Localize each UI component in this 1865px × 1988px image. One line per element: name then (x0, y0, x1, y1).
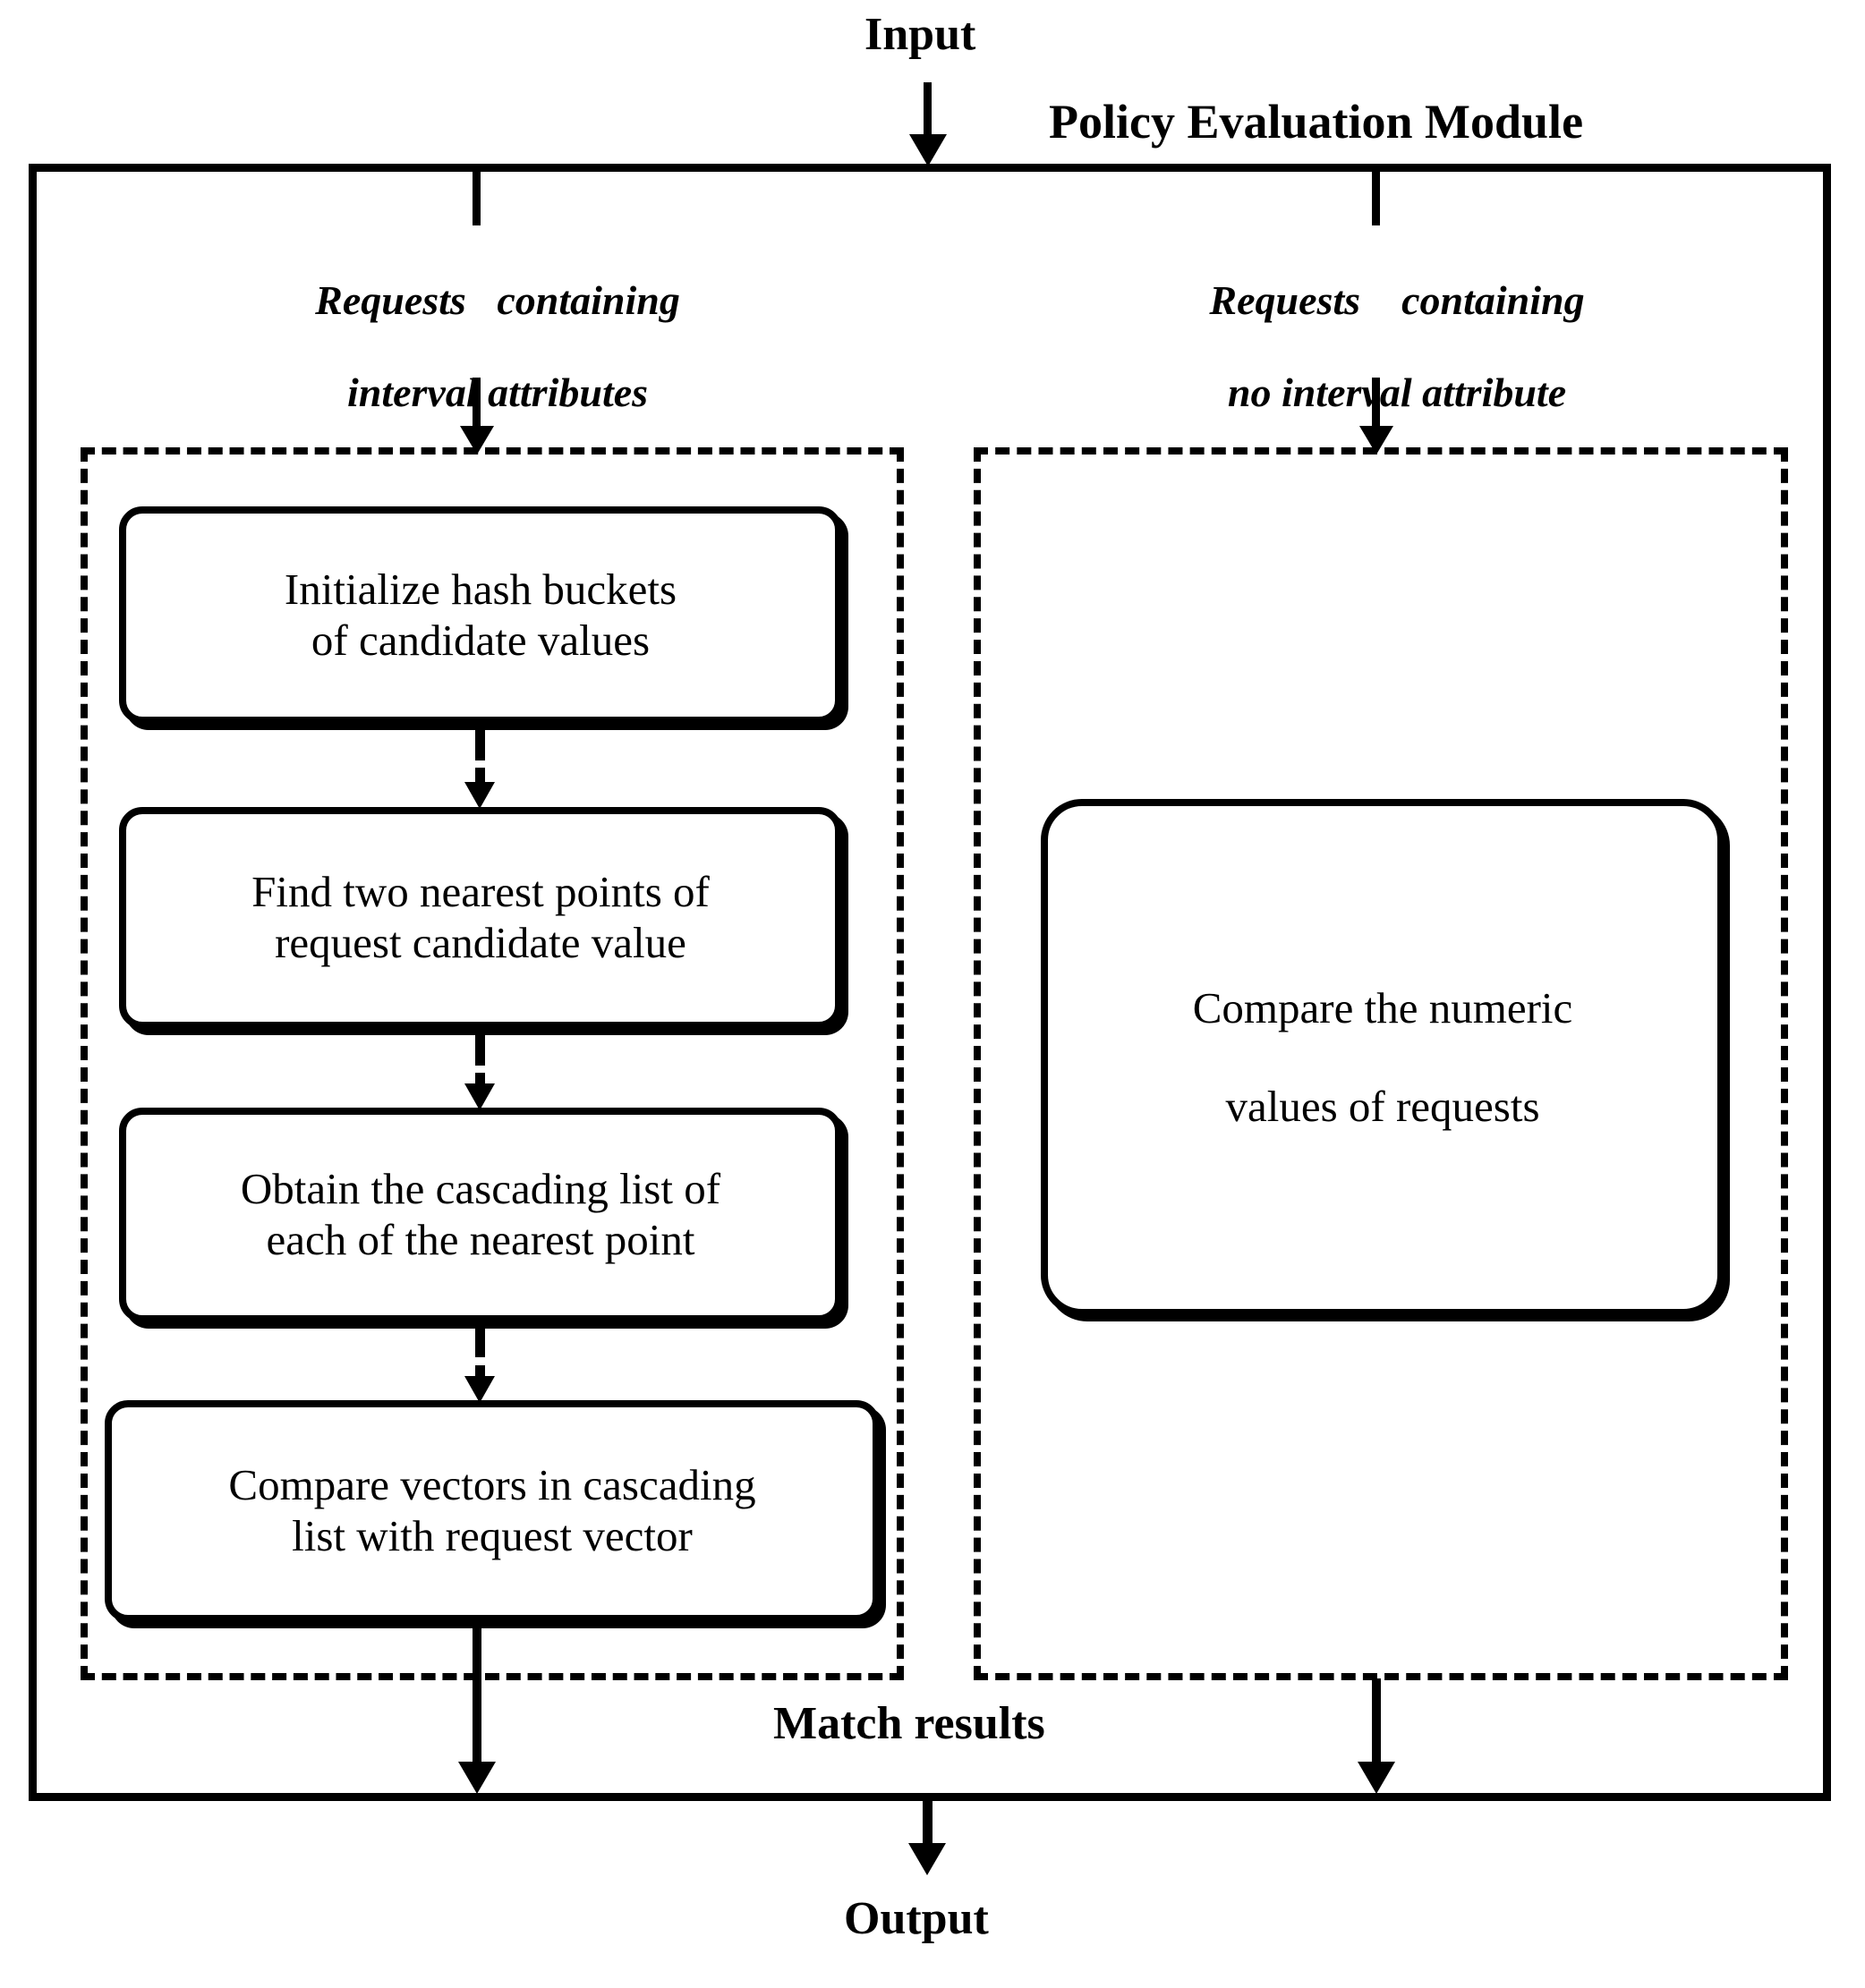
process-text-line1: Find two nearest points of (251, 867, 710, 917)
input-label: Input (864, 9, 976, 60)
connector-3-stem-b (475, 1365, 485, 1381)
right-branch-label-line1: Requests containing (1209, 276, 1585, 323)
connector-1-stem-a (475, 726, 485, 760)
left-exit-arrow-head (458, 1762, 496, 1794)
process-text-line2: list with request vector (292, 1511, 693, 1560)
process-text-line2: each of the nearest point (266, 1215, 695, 1264)
output-label: Output (844, 1893, 989, 1944)
process-box-compare-vectors[interactable]: Compare vectors in cascading list with r… (105, 1400, 880, 1622)
process-text-line1: Initialize hash buckets (284, 564, 677, 614)
connector-2-stem-b (475, 1073, 485, 1089)
process-box-compare-numeric-values[interactable]: Compare the numeric values of requests (1041, 799, 1724, 1316)
output-connector-line (923, 1800, 932, 1847)
input-connector-line (924, 82, 932, 138)
process-text-line1: Compare vectors in cascading (228, 1460, 756, 1510)
right-exit-arrow-head (1358, 1762, 1395, 1794)
connector-2-arrow-head (464, 1083, 495, 1110)
left-branch-stem-bottom (473, 378, 481, 429)
right-branch-label-line2: no interval attribute (1227, 369, 1567, 415)
left-branch-label-line2: interval attributes (346, 369, 649, 415)
process-text-line1: Obtain the cascading list of (240, 1164, 721, 1214)
process-box-initialize-hash-buckets-text: Initialize hash buckets of candidate val… (285, 565, 677, 667)
process-box-obtain-cascading-list[interactable]: Obtain the cascading list of each of the… (119, 1108, 842, 1322)
left-exit-line (473, 1622, 481, 1765)
process-box-find-two-nearest-points-text: Find two nearest points of request candi… (251, 867, 710, 969)
match-results-label: Match results (773, 1698, 1045, 1749)
process-box-obtain-cascading-list-text: Obtain the cascading list of each of the… (241, 1164, 720, 1266)
connector-2-stem-a (475, 1032, 485, 1066)
process-box-compare-numeric-values-text: Compare the numeric values of requests (1193, 959, 1573, 1157)
process-text-line2: values of requests (1225, 1082, 1540, 1131)
left-branch-label-line1: Requests containing (315, 276, 680, 323)
no-interval-branch-dashed-region (974, 447, 1788, 1680)
connector-1-arrow-head (464, 782, 495, 809)
input-arrow-head (909, 134, 947, 166)
interval-branch-dashed-region (81, 447, 904, 1680)
left-branch-label: Requests containing interval attributes (226, 231, 728, 462)
process-text-line2: request candidate value (275, 918, 686, 967)
right-branch-stem-top (1372, 170, 1380, 225)
process-box-find-two-nearest-points[interactable]: Find two nearest points of request candi… (119, 807, 842, 1029)
left-branch-stem-top (473, 170, 481, 225)
process-text-line2: of candidate values (311, 615, 651, 665)
output-arrow-head (908, 1843, 946, 1875)
right-exit-line (1372, 1678, 1381, 1764)
module-title: Policy Evaluation Module (1049, 95, 1584, 149)
process-box-compare-vectors-text: Compare vectors in cascading list with r… (228, 1460, 755, 1562)
connector-3-arrow-head (464, 1376, 495, 1403)
right-branch-stem-bottom (1372, 378, 1380, 429)
connector-3-stem-a (475, 1325, 485, 1357)
process-text-line1: Compare the numeric (1192, 982, 1573, 1032)
process-box-initialize-hash-buckets[interactable]: Initialize hash buckets of candidate val… (119, 506, 842, 724)
connector-1-stem-b (475, 768, 485, 787)
right-branch-label: Requests containing no interval attribut… (1126, 231, 1627, 462)
policy-evaluation-module-frame (29, 164, 1831, 1801)
